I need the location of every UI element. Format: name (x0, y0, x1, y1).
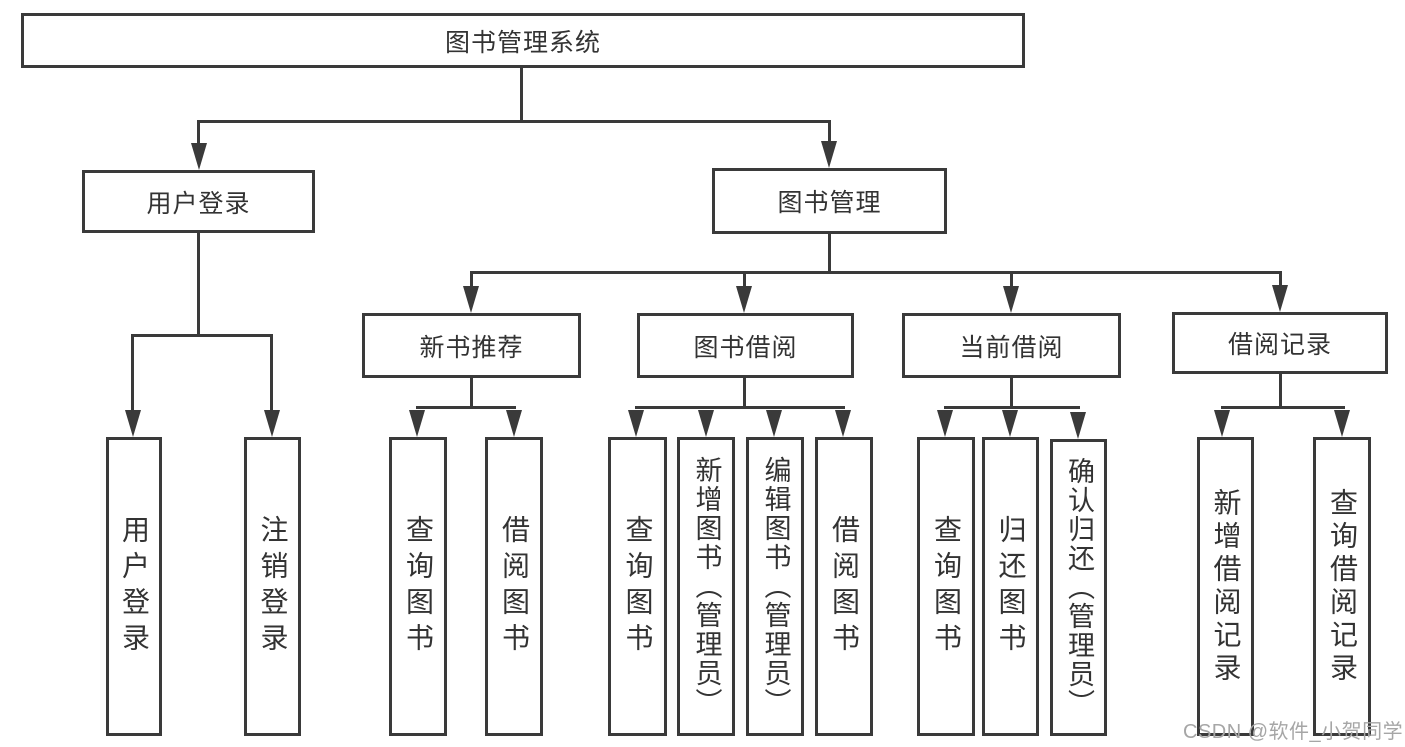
connector-line (131, 336, 134, 412)
connector-line (197, 233, 200, 336)
leaf-query-books-3-label: 查询图书 (931, 514, 962, 659)
leaf-confirm-return-admin-label: 确认归还（管理员） (1064, 457, 1094, 718)
arrow-down-icon (1272, 285, 1288, 312)
leaf-borrow-books-1: 借阅图书 (485, 437, 543, 736)
arrow-down-icon (125, 410, 141, 437)
leaf-borrow-books-1-label: 借阅图书 (499, 514, 530, 659)
connector-line (270, 336, 273, 412)
connector-line (1010, 378, 1013, 408)
connector-line (197, 120, 831, 123)
node-book-management-label: 图书管理 (777, 189, 882, 217)
leaf-logout: 注销登录 (244, 437, 301, 736)
leaf-query-books-2: 查询图书 (608, 437, 667, 736)
leaf-borrow-books-2: 借阅图书 (815, 437, 873, 736)
node-borrow-records: 借阅记录 (1172, 312, 1388, 374)
connector-line (197, 122, 200, 146)
connector-line (635, 406, 845, 409)
arrow-down-icon (463, 286, 479, 313)
arrow-down-icon (409, 410, 425, 437)
connector-line (416, 406, 516, 409)
arrow-down-icon (736, 286, 752, 313)
node-user-login: 用户登录 (82, 170, 315, 233)
leaf-query-borrow-record: 查询借阅记录 (1313, 437, 1371, 736)
arrow-down-icon (1003, 286, 1019, 313)
leaf-query-books-1: 查询图书 (389, 437, 447, 736)
connector-line (828, 122, 831, 144)
connector-line (743, 378, 746, 408)
leaf-return-books: 归还图书 (982, 437, 1039, 736)
node-new-books-label: 新书推荐 (419, 333, 524, 362)
arrow-down-icon (264, 410, 280, 437)
leaf-query-books-2-label: 查询图书 (622, 514, 654, 659)
arrow-down-icon (698, 410, 714, 437)
connector-line (743, 273, 746, 287)
connector-line (131, 334, 273, 337)
leaf-user-login-label: 用户登录 (119, 514, 150, 659)
node-book-borrow: 图书借阅 (637, 313, 854, 378)
node-book-management: 图书管理 (712, 168, 947, 234)
leaf-edit-books-admin-label: 编辑图书（管理员） (760, 456, 791, 717)
leaf-edit-books-admin: 编辑图书（管理员） (746, 437, 804, 736)
node-root-label: 图书管理系统 (444, 28, 601, 57)
leaf-borrow-books-2-label: 借阅图书 (829, 514, 860, 659)
leaf-add-books-admin-label: 新增图书（管理员） (691, 456, 722, 717)
arrow-down-icon (821, 141, 837, 168)
arrow-down-icon (1070, 412, 1086, 439)
connector-line (828, 234, 831, 274)
connector-line (1279, 273, 1282, 287)
node-current-borrow: 当前借阅 (902, 313, 1121, 378)
connector-line (1010, 273, 1013, 287)
csdn-watermark: CSDN @软件_小贺同学 (1183, 721, 1404, 743)
node-new-books: 新书推荐 (362, 313, 581, 378)
leaf-confirm-return-admin: 确认归还（管理员） (1050, 439, 1107, 736)
node-borrow-records-label: 借阅记录 (1227, 331, 1332, 359)
node-current-borrow-label: 当前借阅 (959, 333, 1064, 362)
node-root: 图书管理系统 (21, 13, 1025, 68)
connector-line (470, 378, 473, 408)
connector-line (470, 271, 1282, 274)
connector-line (1279, 374, 1282, 408)
leaf-user-login: 用户登录 (106, 437, 162, 736)
arrow-down-icon (1002, 410, 1018, 437)
connector-line (944, 406, 1080, 409)
leaf-query-books-3: 查询图书 (917, 437, 975, 736)
leaf-query-books-1-label: 查询图书 (403, 514, 434, 659)
leaf-add-books-admin: 新增图书（管理员） (677, 437, 735, 736)
leaf-logout-label: 注销登录 (257, 514, 289, 659)
arrow-down-icon (1334, 410, 1350, 437)
arrow-down-icon (628, 410, 644, 437)
leaf-add-borrow-record-label: 新增借阅记录 (1210, 487, 1242, 686)
arrow-down-icon (766, 410, 782, 437)
connector-line (1221, 406, 1345, 409)
arrow-down-icon (191, 143, 207, 170)
leaf-return-books-label: 归还图书 (995, 514, 1027, 659)
node-user-login-label: 用户登录 (146, 189, 251, 218)
node-book-borrow-label: 图书借阅 (693, 333, 798, 362)
arrow-down-icon (1214, 410, 1230, 437)
arrow-down-icon (937, 410, 953, 437)
leaf-add-borrow-record: 新增借阅记录 (1197, 437, 1254, 736)
connector-line (470, 273, 473, 287)
arrow-down-icon (835, 410, 851, 437)
connector-line (520, 68, 523, 122)
arrow-down-icon (506, 410, 522, 437)
leaf-query-borrow-record-label: 查询借阅记录 (1327, 487, 1358, 686)
